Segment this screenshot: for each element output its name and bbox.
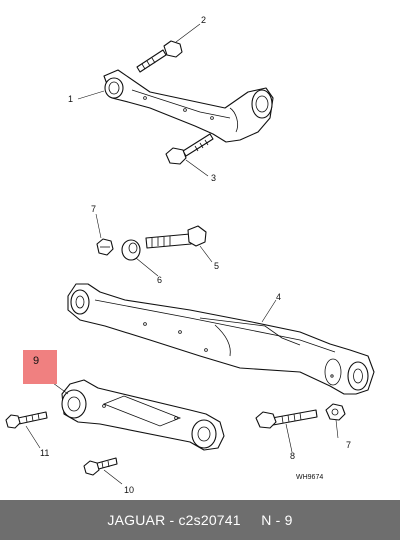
bolt-lower-upper-arm — [165, 133, 214, 165]
highlighted-part-marker — [23, 350, 57, 384]
footer-brand: JAGUAR — [107, 512, 166, 528]
bolt-upper — [136, 40, 183, 73]
callout-10: 10 — [124, 485, 134, 495]
bolt-link-left — [5, 411, 48, 429]
nut-upper — [96, 238, 114, 256]
callout-2: 2 — [201, 15, 206, 25]
footer-gap — [241, 512, 261, 528]
callout-7-lower: 7 — [346, 440, 351, 450]
highlighted-part-label: 9 — [33, 355, 40, 367]
drawing-reference: WH9674 — [296, 474, 323, 481]
lower-control-arm — [67, 283, 375, 395]
callout-11: 11 — [40, 448, 49, 458]
callout-1: 1 — [68, 94, 73, 104]
footer-bar: JAGUAR - c2s20741 N - 9 — [0, 500, 400, 540]
footer-section: N - 9 — [261, 512, 293, 528]
callout-5: 5 — [214, 261, 219, 271]
callout-4: 4 — [276, 292, 281, 302]
exploded-parts-diagram: 1 2 3 4 5 6 7 7 8 10 11 WH9674 — [5, 15, 375, 495]
rear-link-arm — [61, 379, 225, 451]
callout-8: 8 — [290, 451, 295, 461]
upper-control-arm — [103, 69, 274, 143]
callout-7-upper: 7 — [91, 204, 96, 214]
nut-lower — [325, 403, 346, 421]
bolt-small — [83, 457, 118, 476]
footer-separator: - — [165, 512, 179, 528]
footer-part-number: c2s20741 — [178, 512, 241, 528]
eccentric-washer — [121, 239, 141, 261]
bolt-lower-right — [255, 409, 318, 429]
callout-6: 6 — [157, 275, 162, 285]
callout-3: 3 — [211, 173, 216, 183]
bolt-cam — [145, 225, 207, 249]
